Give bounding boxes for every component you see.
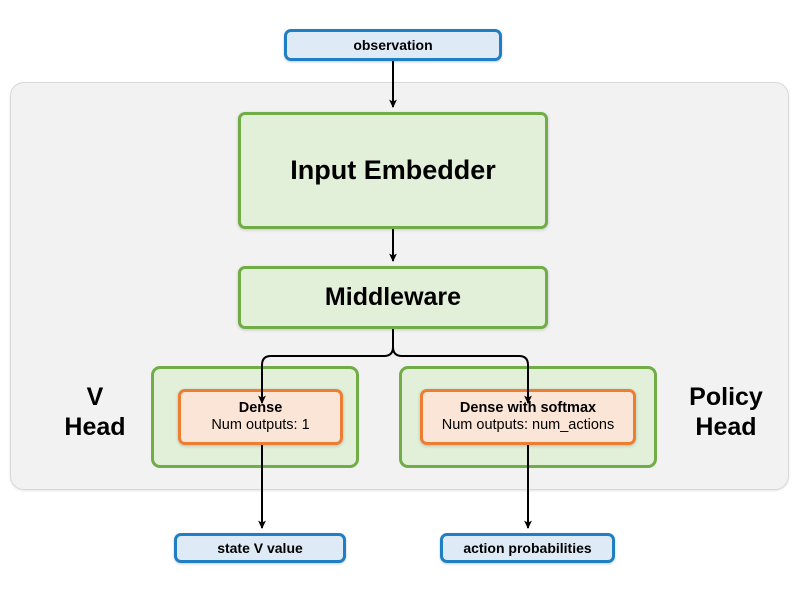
action-probabilities-box[interactable]: action probabilities xyxy=(440,533,615,563)
policy-head-label-line1: Policy xyxy=(689,383,763,411)
v-head-label: V Head xyxy=(40,383,150,442)
observation-box[interactable]: observation xyxy=(284,29,502,61)
policy-head-dense-softmax-layer[interactable]: Dense with softmax Num outputs: num_acti… xyxy=(420,389,636,445)
state-v-value-box[interactable]: state V value xyxy=(174,533,346,563)
middleware-label: Middleware xyxy=(324,283,462,311)
observation-label: observation xyxy=(353,37,433,53)
policy-head-label: Policy Head xyxy=(662,383,790,442)
middleware-box[interactable]: Middleware xyxy=(238,266,548,329)
v-head-label-line2: Head xyxy=(64,412,126,441)
v-head-dense-subtitle: Num outputs: 1 xyxy=(211,417,310,433)
v-head-dense-title: Dense xyxy=(238,399,283,416)
state-v-value-label: state V value xyxy=(217,540,303,556)
v-head-dense-layer[interactable]: Dense Num outputs: 1 xyxy=(178,389,343,445)
input-embedder-box[interactable]: Input Embedder xyxy=(238,112,548,229)
policy-head-dense-subtitle: Num outputs: num_actions xyxy=(441,417,615,433)
action-probabilities-label: action probabilities xyxy=(463,540,592,556)
policy-head-label-line2: Head xyxy=(695,412,757,441)
policy-head-dense-title: Dense with softmax xyxy=(459,399,597,416)
v-head-label-line1: V xyxy=(86,383,104,411)
input-embedder-label: Input Embedder xyxy=(290,155,496,185)
